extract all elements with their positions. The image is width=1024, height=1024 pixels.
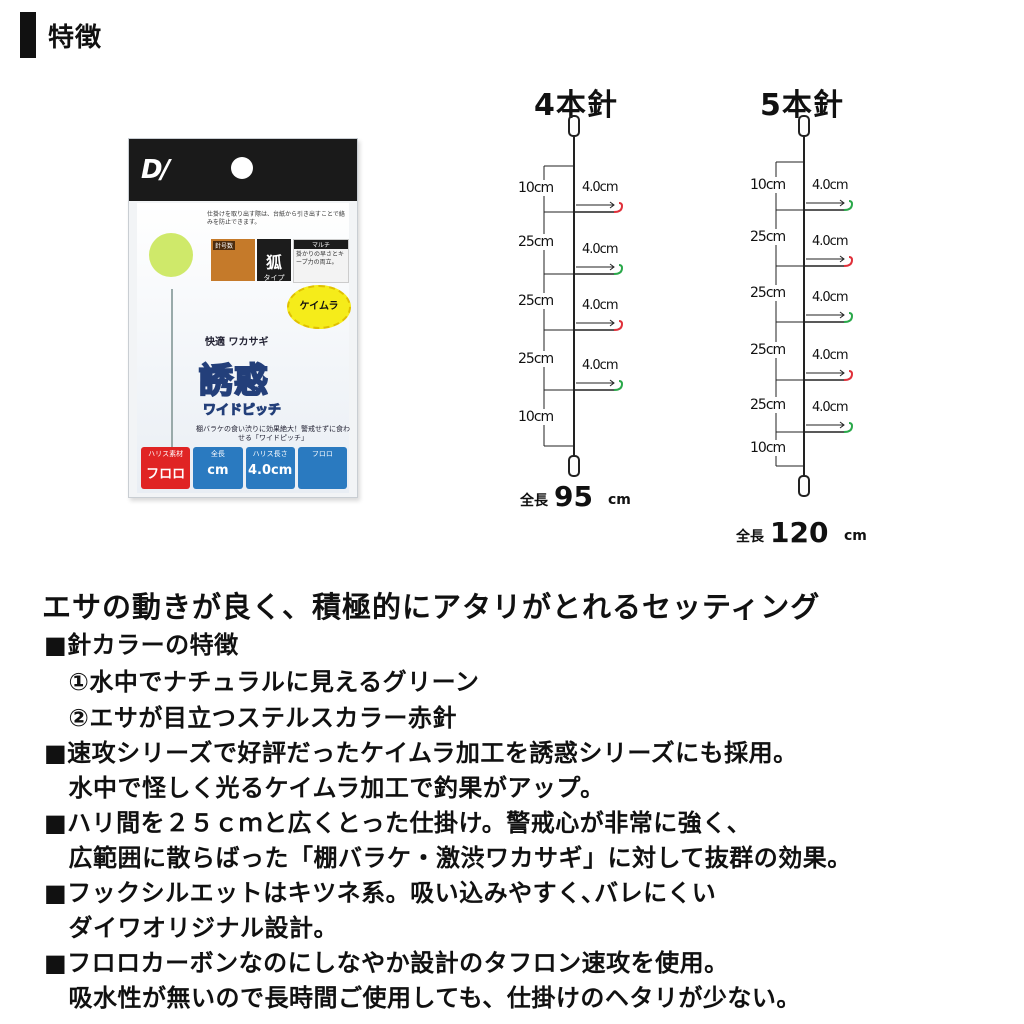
bottom-swivel [568, 455, 580, 477]
package-title-2: ワイドピッチ [202, 403, 282, 419]
top-swivel [798, 115, 810, 137]
feature-line: 広範囲に散らばった「棚バラケ・激渋ワカサギ」に対して抜群の効果。 [44, 844, 852, 872]
gap-label: 25cm [518, 351, 554, 367]
fox-type-box: 狐 タイプ [257, 239, 291, 282]
feature-line: ①水中でナチュラルに見えるグリーン [44, 668, 480, 696]
hook-count-circle [149, 233, 193, 277]
arrow-head [839, 421, 845, 429]
rig-drawing [775, 115, 854, 497]
hook-length-label: 4.0cm [812, 400, 848, 415]
gap-label: 25cm [518, 234, 554, 250]
feature-line: 吸水性が無いので長時間ご使用しても、仕掛けのヘタリが少ない。 [44, 984, 801, 1012]
hook-green [613, 264, 624, 275]
rig-diagram-4-hooks: 4本針 10cm 25cm 25cm 25cm 10cm 4.0cm 4.0cm 4.0cm 4.… [500, 80, 660, 520]
header-bar [20, 12, 36, 58]
hook-length-label: 4.0cm [812, 290, 848, 305]
hook-length-label: 4.0cm [812, 178, 848, 193]
hook-green [843, 200, 854, 211]
arrow-head [839, 255, 845, 263]
multi-label: マルチ [294, 240, 348, 249]
feature-line: ■針カラーの特徴 [44, 631, 239, 659]
arrow-head [839, 311, 845, 319]
arrow-head [609, 379, 615, 387]
hook-red [613, 320, 624, 331]
total-length-label: 全長 [736, 529, 764, 545]
hook-size-label: 針号数 [213, 241, 236, 250]
hang-hole [231, 157, 253, 179]
arrow-head [609, 263, 615, 271]
gap-label: 25cm [518, 293, 554, 309]
hook-red [843, 370, 854, 381]
fox-glyph: 狐 [265, 253, 282, 272]
feature-line: ■フロロカーボンなのにしなやか設計のタフロン速攻を使用。 [44, 949, 729, 977]
arrow-head [609, 201, 615, 209]
gap-label: 10cm [518, 409, 554, 425]
hook-length-label: 4.0cm [812, 348, 848, 363]
badge-material: ハリス素材フロロ [141, 447, 191, 489]
feature-line: ②エサが目立つステルスカラー赤針 [44, 704, 457, 732]
gap-label: 10cm [518, 180, 554, 196]
hook-length-label: 4.0cm [812, 234, 848, 249]
total-length-value: 95 [554, 480, 593, 513]
package-note: 仕掛けを取り出す際は、台紙から引き出すことで絡みを防止できます。 [207, 211, 345, 226]
fox-type-label: タイプ [263, 274, 285, 282]
gap-label: 25cm [750, 342, 786, 358]
multi-text: 掛かりの早さとキープ力の両立。 [296, 251, 345, 266]
package-title: 誘惑 [198, 360, 269, 402]
hook-length-label: 4.0cm [582, 358, 618, 373]
feature-line: ■速攻シリーズで好評だったケイムラ加工を誘惑シリーズにも採用。 [44, 739, 798, 767]
hook-length-label: 4.0cm [582, 242, 618, 257]
arrow-head [839, 369, 845, 377]
arrow-head [609, 319, 615, 327]
total-length-unit: cm [608, 492, 631, 508]
daiwa-logo: D/ [141, 155, 170, 185]
hook-length-label: 4.0cm [582, 298, 618, 313]
package-header: D/ [129, 139, 357, 201]
section-title: 特徴 [48, 22, 103, 53]
keimura-badge: ケイムラ [287, 285, 351, 329]
total-length-label: 全長 [520, 493, 548, 509]
features-heading: エサの動きが良く、積極的にアタリがとれるセッティング [42, 590, 821, 624]
feature-line: ■フックシルエットはキツネ系。吸い込みやすく､バレにくい [44, 879, 717, 907]
package-rig-line [171, 289, 173, 469]
gap-label: 10cm [750, 440, 786, 456]
hook-green [613, 380, 624, 391]
product-package-image: D/ 仕掛けを取り出す際は、台紙から引き出すことで絡みを防止できます。 針号数 … [128, 138, 358, 498]
badge-fluoro: フロロ [297, 447, 347, 489]
total-length-unit: cm [844, 528, 867, 544]
hook-length-label: 4.0cm [582, 180, 618, 195]
feature-line: 水中で怪しく光るケイムラ加工で釣果がアップ。 [44, 774, 605, 802]
total-length-value: 120 [770, 516, 829, 549]
hook-red [613, 202, 624, 213]
package-subtitle: 快適 ワカサギ [205, 337, 269, 348]
gap-label: 25cm [750, 285, 786, 301]
multi-box: マルチ 掛かりの早さとキープ力の両立。 [293, 239, 349, 283]
diagram-title: 4本針 [534, 88, 618, 123]
package-description: 棚バラケの食い渋りに効果絶大！警戒せずに食わせる「ワイドピッチ」 [196, 425, 350, 442]
bottom-swivel [798, 475, 810, 497]
gap-label: 10cm [750, 177, 786, 193]
hook-red [843, 256, 854, 267]
feature-line: ■ハリ間を２５ｃｍと広くとった仕掛け。警戒心が非常に強く、 [44, 809, 752, 837]
arrow-head [839, 199, 845, 207]
gap-label: 25cm [750, 229, 786, 245]
hook-green [843, 422, 854, 433]
top-swivel [568, 115, 580, 137]
hook-green [843, 312, 854, 323]
gap-label: 25cm [750, 397, 786, 413]
rig-drawing [543, 115, 624, 477]
section-header: 特徴 [20, 12, 102, 58]
feature-line: ダイワオリジナル設計。 [44, 914, 338, 942]
hook-size-box: 針号数 [211, 239, 255, 281]
package-body: 仕掛けを取り出す際は、台紙から引き出すことで絡みを防止できます。 針号数 狐 タ… [137, 203, 351, 493]
